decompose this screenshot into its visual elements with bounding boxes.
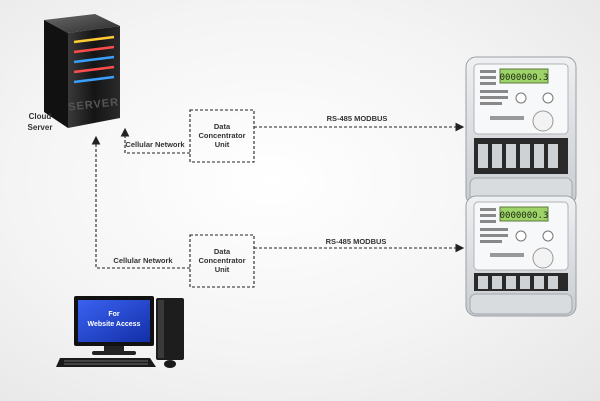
dcu-top-line3: Unit bbox=[215, 140, 230, 149]
rs485-label-bottom: RS-485 MODBUS bbox=[326, 237, 387, 246]
dcu-bottom-line3: Unit bbox=[215, 265, 230, 274]
meter-top-display: 0000000.3 bbox=[500, 73, 549, 83]
desktop-computer-icon bbox=[56, 296, 184, 368]
cellular-label-bottom: Cellular Network bbox=[113, 256, 173, 265]
cellular-label-top: Cellular Network bbox=[125, 140, 185, 149]
server-icon: SERVER bbox=[44, 14, 120, 128]
rs485-label-top: RS-485 MODBUS bbox=[327, 114, 388, 123]
dcu-bottom-line2: Concentrator bbox=[198, 256, 245, 265]
energy-meter-icon-top: 0000000.3 bbox=[465, 56, 577, 206]
pc-screen-line2: Website Access bbox=[88, 321, 141, 328]
dcu-top-line1: Data bbox=[214, 122, 231, 131]
server-case-text: SERVER bbox=[68, 96, 120, 113]
meter-bottom-display: 0000000.3 bbox=[500, 211, 549, 221]
server-label-line1: Cloud bbox=[29, 112, 52, 121]
dcu-top-line2: Concentrator bbox=[198, 131, 245, 140]
connector-lines bbox=[91, 122, 465, 269]
dcu-box-top: Data Concentrator Unit bbox=[189, 109, 255, 163]
server-label-line2: Server bbox=[28, 123, 53, 132]
energy-meter-icon-bottom: 0000000.3 bbox=[465, 195, 577, 317]
dcu-bottom-line1: Data bbox=[214, 247, 231, 256]
pc-screen-line1: For bbox=[108, 311, 120, 318]
dcu-box-bottom: Data Concentrator Unit bbox=[189, 234, 255, 288]
